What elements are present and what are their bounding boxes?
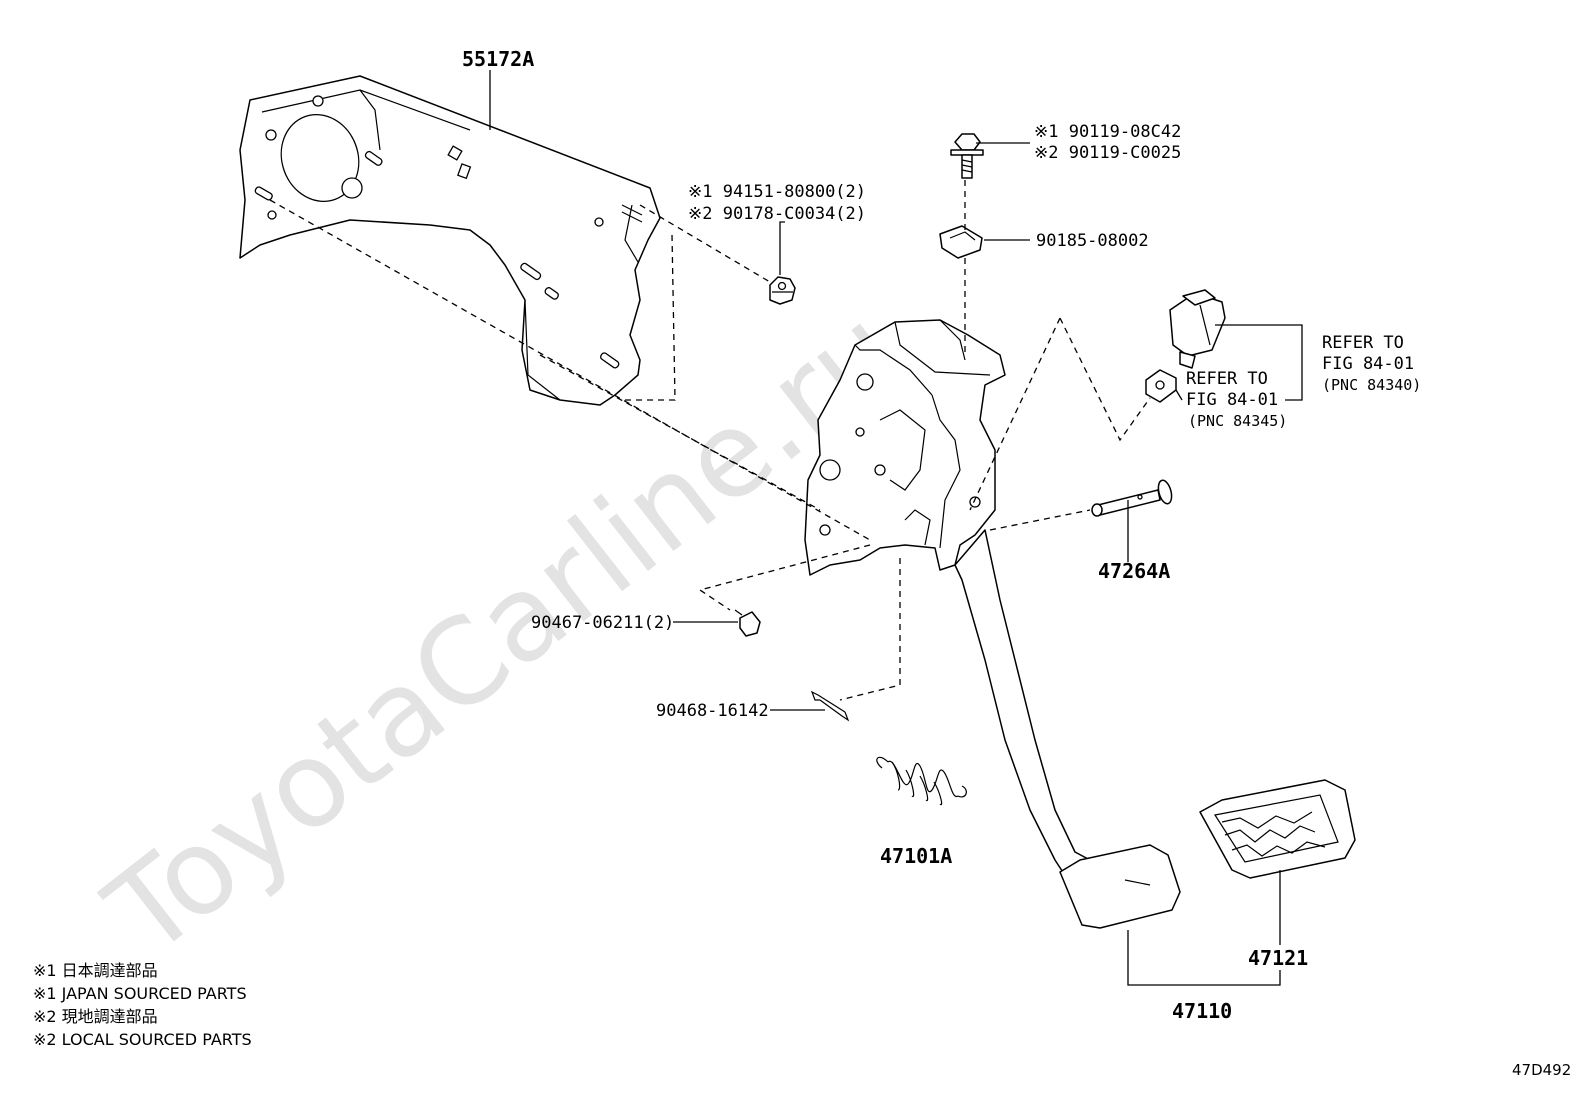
legend-line-1: ※1 日本調達部品 <box>33 961 158 980</box>
pedal-support-bracket[interactable] <box>239 75 661 406</box>
pedal-pad-assy[interactable] <box>1059 844 1181 929</box>
legend-line-3: ※2 現地調達部品 <box>33 1007 158 1026</box>
label-47121[interactable]: 47121 <box>1248 946 1308 970</box>
diagram-code: 47D492 <box>1512 1061 1571 1079</box>
hex-bolt[interactable] <box>950 133 984 179</box>
label-clip-nut[interactable]: 90185-08002 <box>1036 231 1149 251</box>
pedal-cushion[interactable] <box>734 609 761 637</box>
flange-nut[interactable] <box>769 276 796 305</box>
label-nut-1[interactable]: ※1 94151-80800(2) <box>688 182 866 202</box>
brake-pedal-arm[interactable] <box>954 529 1091 881</box>
clip-nut[interactable] <box>939 225 983 259</box>
ref-stopper-pnc: (PNC 84345) <box>1188 412 1287 430</box>
ref-stopper-line1: REFER TO <box>1186 369 1268 389</box>
alignment-lines <box>269 180 1151 701</box>
pedal-support-housing[interactable] <box>804 319 1006 576</box>
return-spring[interactable] <box>876 756 967 806</box>
label-47110[interactable]: 47110 <box>1172 999 1232 1023</box>
leader-lines <box>489 70 1303 986</box>
cotter-pin[interactable] <box>810 690 850 722</box>
pedal-stopper[interactable] <box>1145 369 1177 403</box>
sourcing-legend: ※1 日本調達部品 ※1 JAPAN SOURCED PARTS ※2 現地調達… <box>33 961 252 1049</box>
label-cushion[interactable]: 90467-06211(2) <box>531 613 674 633</box>
label-bolt-1[interactable]: ※1 90119-08C42 <box>1034 122 1181 142</box>
pedal-pin[interactable] <box>1091 479 1174 517</box>
label-cotter-pin[interactable]: 90468-16142 <box>656 701 769 721</box>
label-bolt-2[interactable]: ※2 90119-C0025 <box>1034 143 1181 163</box>
label-55172A[interactable]: 55172A <box>462 47 534 71</box>
ref-stopper-line2[interactable]: FIG 84-01 <box>1186 390 1278 410</box>
legend-line-4: ※2 LOCAL SOURCED PARTS <box>33 1030 252 1049</box>
stop-lamp-switch[interactable] <box>1169 289 1226 369</box>
ref-switch-line2[interactable]: FIG 84-01 <box>1322 354 1414 374</box>
label-nut-2[interactable]: ※2 90178-C0034(2) <box>688 204 866 224</box>
label-47101A[interactable]: 47101A <box>880 844 952 868</box>
label-47264A[interactable]: 47264A <box>1098 559 1170 583</box>
pedal-pad-rubber[interactable] <box>1199 779 1356 879</box>
ref-switch-pnc: (PNC 84340) <box>1322 376 1421 394</box>
ref-switch-line1: REFER TO <box>1322 333 1404 353</box>
legend-line-2: ※1 JAPAN SOURCED PARTS <box>33 984 247 1003</box>
watermark: ToyotaCarline.ru <box>81 281 925 983</box>
